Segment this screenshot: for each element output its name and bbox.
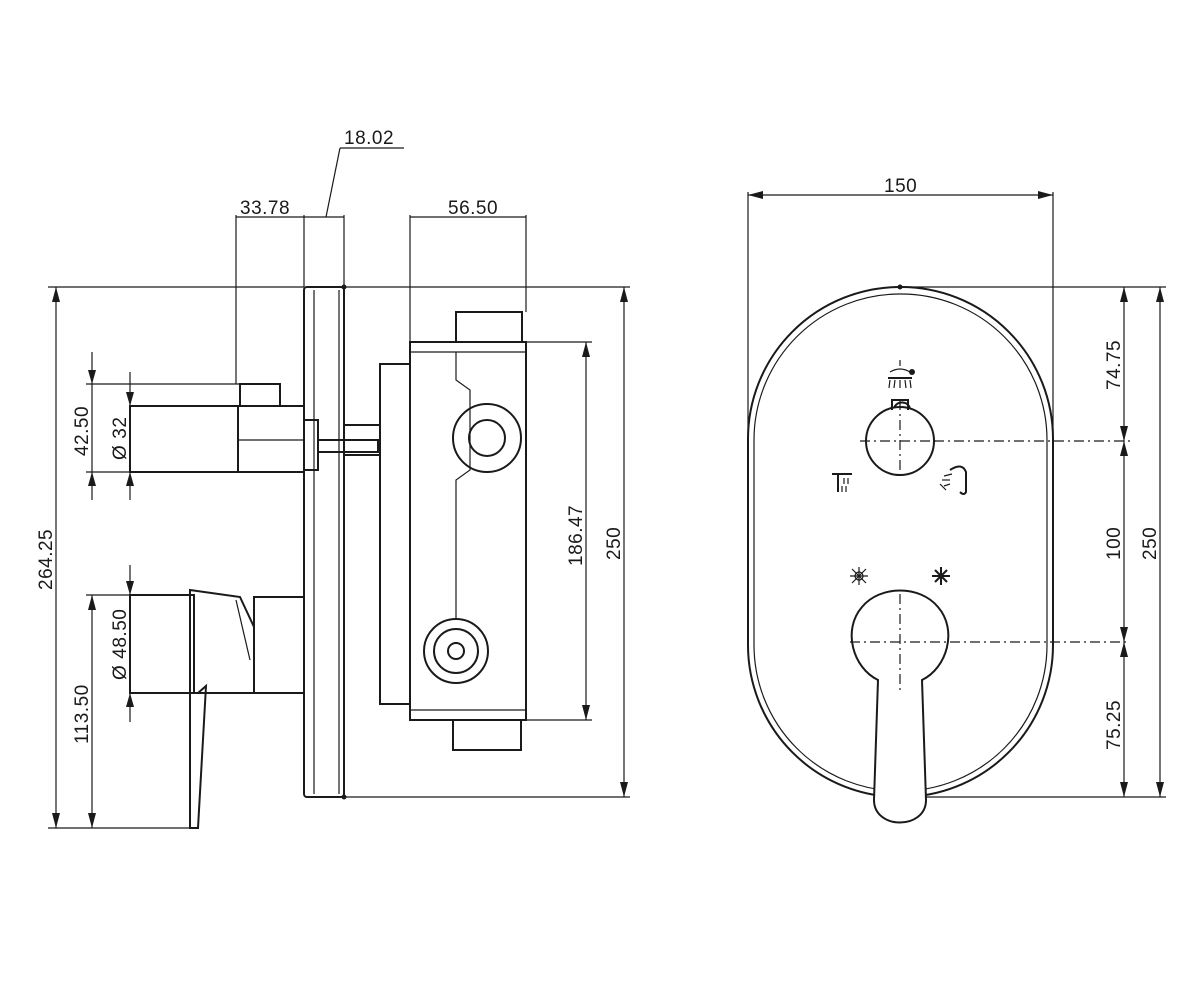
- tub-spout-icon: [832, 473, 852, 492]
- dim-front-vertical: 74.75 100 75.25 250: [897, 284, 1166, 798]
- side-view: 18.02 33.78 56.50 264.25: [36, 128, 630, 829]
- dim-label-33-78: 33.78: [240, 198, 290, 219]
- dim-body-depth: 56.50: [409, 198, 527, 342]
- diameter-symbol: Ø: [110, 665, 131, 680]
- dim-top-spindle: 42.50 Ø 32: [72, 352, 240, 500]
- dim-label-264-25: 264.25: [36, 529, 57, 590]
- dim-side-top-offset: 18.02: [325, 128, 404, 218]
- dim-label-diameter-48-50: Ø 48.50: [110, 609, 131, 680]
- hand-shower-icon: [939, 465, 967, 495]
- dim-label-113-50: 113.50: [72, 684, 93, 744]
- dim-plate-width: 150: [747, 176, 1054, 640]
- dim-plate-height-side: 250: [341, 284, 630, 800]
- diverter-knob-side: [129, 383, 319, 473]
- dim-label-18-02: 18.02: [344, 128, 394, 149]
- dim-label-186-47: 186.47: [566, 505, 587, 566]
- front-view: 150: [747, 176, 1166, 824]
- dim-label-100: 100: [1104, 527, 1125, 560]
- cover-plate-side: [303, 286, 345, 798]
- dim-label-42-50: 42.50: [72, 406, 93, 456]
- hot-water-icon: [850, 567, 868, 585]
- dim-body-height: 186.47: [526, 341, 592, 721]
- overhead-shower-icon: [888, 360, 915, 389]
- diverter-knob-front: [860, 399, 940, 480]
- mixer-lever-front: [850, 589, 950, 824]
- dim-label-74-75: 74.75: [1104, 340, 1125, 390]
- lower-port: [423, 618, 489, 684]
- diameter-symbol: Ø: [110, 445, 131, 460]
- dim-label-diameter-32: Ø 32: [110, 417, 131, 460]
- diameter-48-50-value: 48.50: [110, 609, 131, 659]
- upper-port: [452, 403, 522, 473]
- dim-label-75-25: 75.25: [1104, 700, 1125, 750]
- dim-side-handle-depth: 33.78: [235, 198, 345, 384]
- dim-label-56-50: 56.50: [448, 198, 498, 219]
- dim-bottom-spindle: Ø 48.50 113.50: [72, 565, 190, 828]
- dim-label-250-side: 250: [604, 527, 625, 560]
- diameter-32-value: 32: [110, 417, 131, 439]
- dim-label-150: 150: [884, 176, 917, 197]
- concealed-valve-body: [379, 311, 527, 751]
- dim-overall-height: 264.25: [36, 286, 304, 829]
- mixer-handle-side: [129, 588, 305, 829]
- cold-water-icon: [932, 567, 950, 585]
- dim-label-250-front: 250: [1140, 527, 1161, 560]
